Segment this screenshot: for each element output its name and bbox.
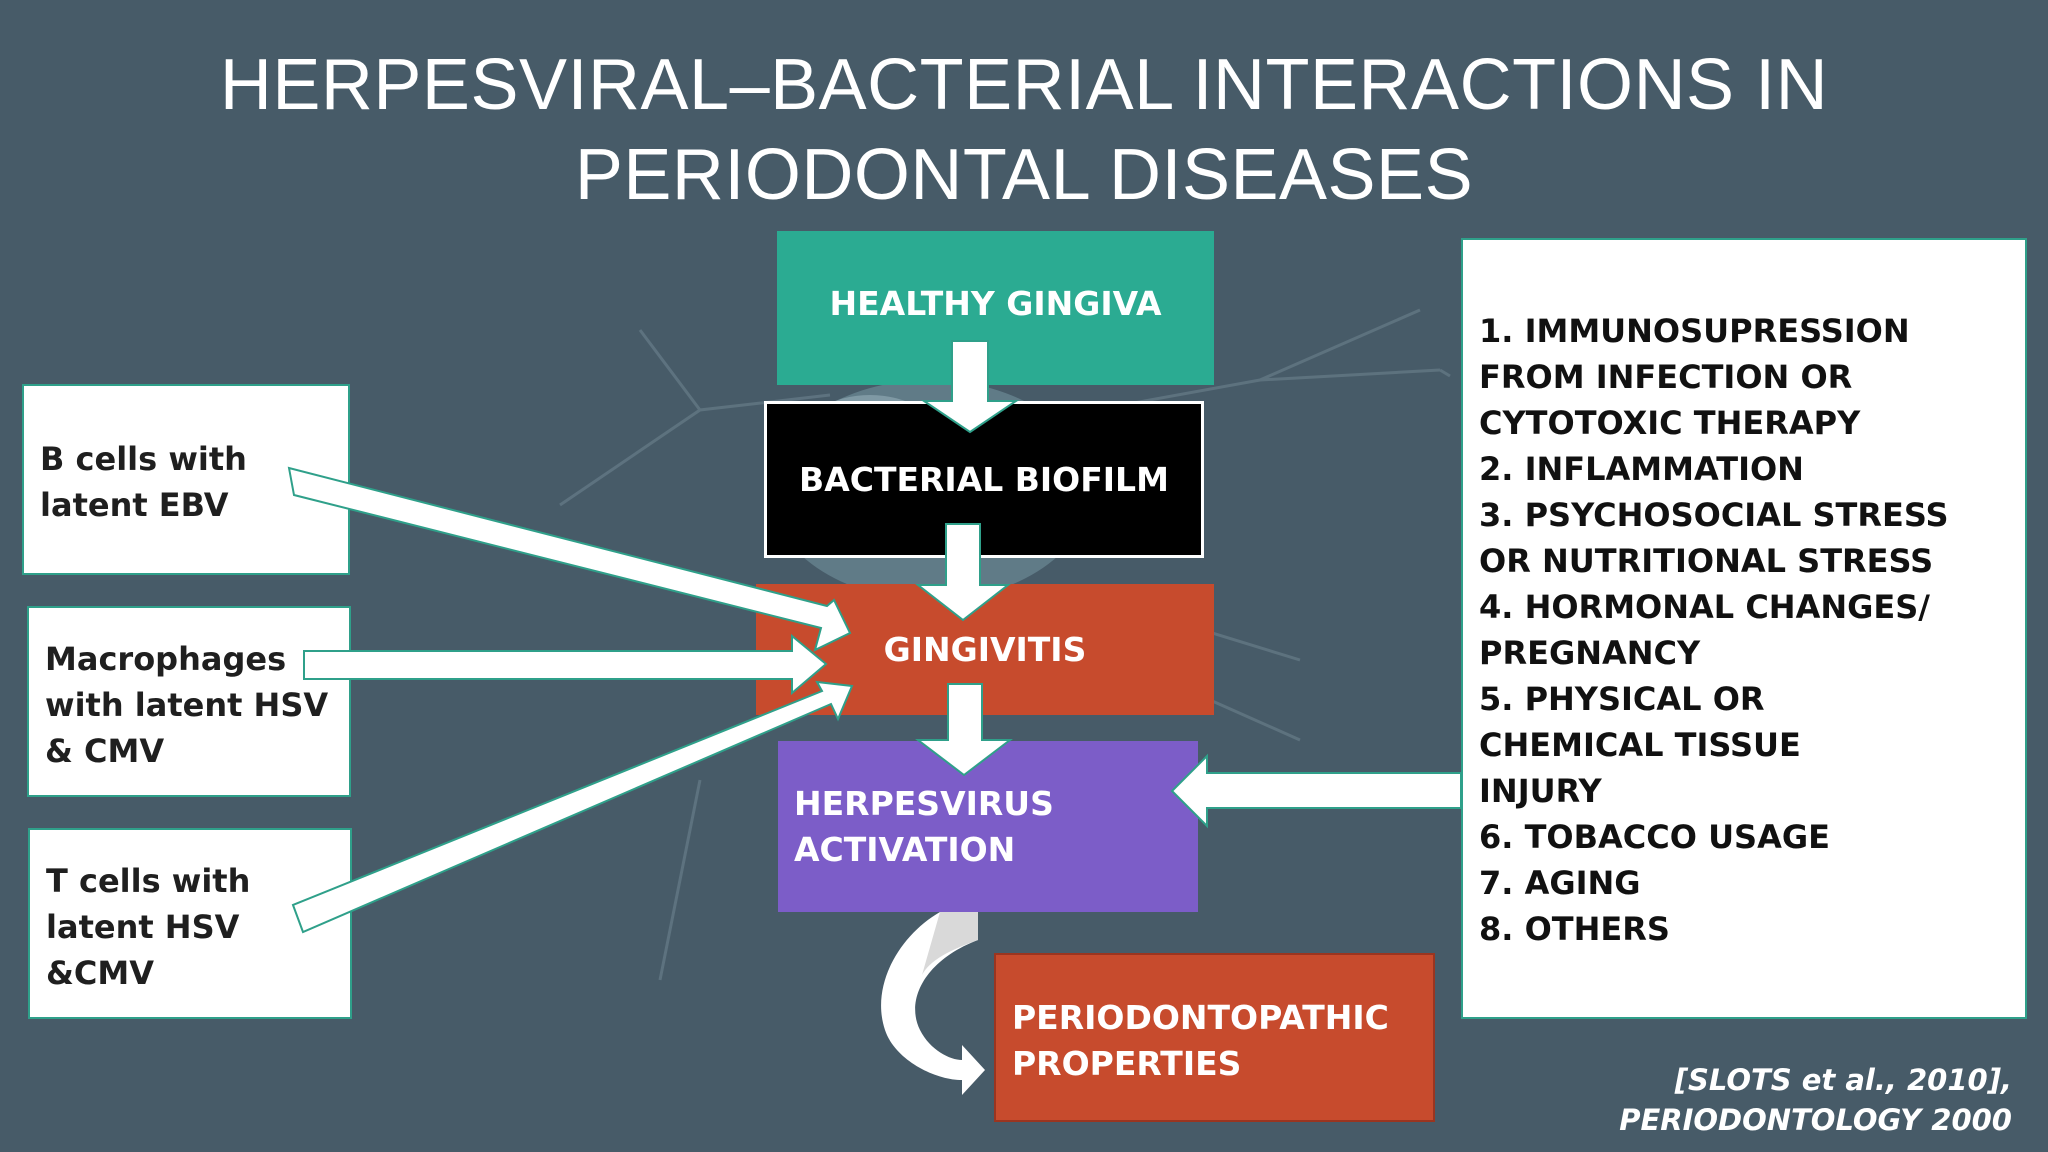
factor-line: INJURY (1479, 772, 1602, 810)
citation: [SLOTS et al., 2010], PERIODONTOLOGY 200… (1619, 1060, 2012, 1140)
macrophages-line-1: Macrophages (45, 640, 287, 678)
macrophages-line-2: with latent HSV (45, 686, 329, 724)
factor-line: 4. HORMONAL CHANGES/ (1479, 588, 1930, 626)
slide-title-line-1: HERPESVIRAL–BACTERIAL INTERACTIONS IN (219, 45, 1829, 125)
t-cells-box: T cells with latent HSV &CMV (28, 828, 352, 1019)
t-cells-line-3: &CMV (46, 954, 154, 992)
gingivitis-label: GINGIVITIS (883, 629, 1087, 669)
bacterial-biofilm-box: BACTERIAL BIOFILM (764, 401, 1204, 558)
citation-line-1: [SLOTS et al., 2010], (1674, 1063, 2012, 1097)
slide-title-line-2: PERIODONTAL DISEASES (574, 135, 1474, 215)
slide-title: HERPESVIRAL–BACTERIAL INTERACTIONS IN PE… (0, 40, 2048, 220)
b-cells-line-2: latent EBV (40, 486, 229, 524)
periodontopathic-properties-box: PERIODONTOPATHIC PROPERTIES (994, 953, 1435, 1122)
factor-line: CHEMICAL TISSUE (1479, 726, 1801, 764)
macrophages-line-3: & CMV (45, 732, 165, 770)
healthy-gingiva-label: HEALTHY GINGIVA (829, 284, 1162, 323)
t-cells-line-1: T cells with (46, 862, 251, 900)
arrow-b-cells-to-gingivitis (287, 466, 852, 652)
factor-line: 7. AGING (1479, 864, 1641, 902)
curved-arrow-herpes-to-perio (881, 912, 985, 1095)
bacterial-biofilm-label: BACTERIAL BIOFILM (799, 459, 1169, 499)
factor-line: 2. INFLAMMATION (1479, 450, 1804, 488)
factor-line: 5. PHYSICAL OR (1479, 680, 1765, 718)
herpesvirus-activation-label-line-2: ACTIVATION (794, 830, 1016, 869)
arrow-factors-to-herpes (1170, 753, 1462, 829)
b-cells-line-1: B cells with (40, 440, 247, 478)
macrophages-box: Macrophages with latent HSV & CMV (27, 606, 351, 797)
citation-line-2: PERIODONTOLOGY 2000 (1619, 1103, 2012, 1137)
factor-line: 1. IMMUNOSUPRESSION (1479, 312, 1910, 350)
periodontopathic-label-line-1: PERIODONTOPATHIC (1012, 998, 1389, 1037)
curved-arrow-shade (922, 912, 978, 975)
factor-line: CYTOTOXIC THERAPY (1479, 404, 1861, 442)
risk-factors-box: 1. IMMUNOSUPRESSION FROM INFECTION OR CY… (1461, 238, 2027, 1019)
factor-line: 8. OTHERS (1479, 910, 1670, 948)
arrow-macrophages-to-gingivitis (303, 633, 828, 696)
periodontopathic-label-line-2: PROPERTIES (1012, 1044, 1242, 1083)
factor-line: FROM INFECTION OR (1479, 358, 1853, 396)
arrow-t-cells-to-gingivitis (291, 680, 854, 934)
arrow-healthy-to-biofilm (920, 340, 1020, 434)
t-cells-line-2: latent HSV (46, 908, 240, 946)
arrow-gingivitis-to-herpes (915, 683, 1013, 777)
herpesvirus-activation-label-line-1: HERPESVIRUS (794, 784, 1054, 823)
factor-line: 6. TOBACCO USAGE (1479, 818, 1830, 856)
factor-line: PREGNANCY (1479, 634, 1701, 672)
factor-line: 3. PSYCHOSOCIAL STRESS (1479, 496, 1949, 534)
healthy-gingiva-box: HEALTHY GINGIVA (777, 231, 1214, 385)
herpesvirus-activation-box: HERPESVIRUS ACTIVATION (778, 741, 1198, 912)
arrow-biofilm-to-gingivitis (915, 523, 1011, 622)
factor-line: OR NUTRITIONAL STRESS (1479, 542, 1934, 580)
